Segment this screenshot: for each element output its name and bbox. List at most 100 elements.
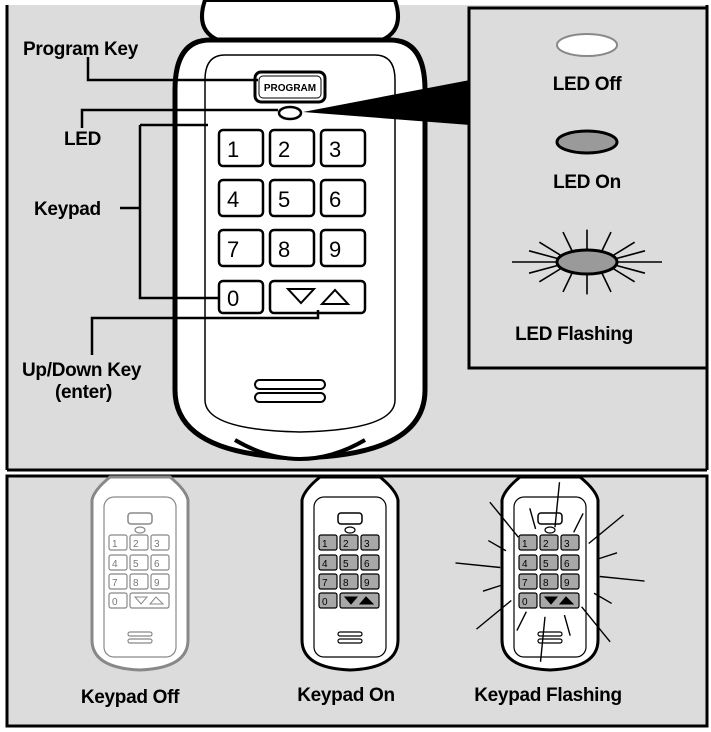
led-ray (528, 250, 559, 260)
small-key-8-label: 8 (133, 578, 139, 589)
key-1[interactable] (217, 128, 265, 168)
flash-ray (476, 599, 512, 630)
key-1-label: 1 (227, 137, 239, 162)
key-8[interactable] (268, 228, 316, 268)
key-2[interactable] (268, 128, 316, 168)
small-key-2-label: 2 (543, 539, 549, 550)
small-key-0-label: 0 (522, 597, 528, 608)
led-ray (528, 264, 559, 274)
program-key (127, 512, 153, 525)
keypad-callout: Keypad (34, 199, 101, 220)
led-ray (601, 272, 612, 293)
small-key-4-label: 4 (112, 559, 118, 570)
flash-ray (597, 552, 618, 560)
key-3-label: 3 (329, 137, 341, 162)
small-key-6-label: 6 (564, 559, 570, 570)
key-4[interactable] (217, 178, 265, 218)
key-0[interactable] (217, 279, 265, 315)
small-key-9 (560, 573, 580, 590)
led-ray (612, 267, 636, 283)
flash-ray (588, 514, 624, 545)
up-down-key[interactable] (268, 279, 367, 315)
small-key-1-label: 1 (112, 539, 118, 550)
callout-lines (80, 57, 320, 355)
small-key-8 (339, 573, 359, 590)
speaker-slot (537, 638, 563, 644)
led-on-icon (555, 129, 619, 155)
key-6[interactable] (319, 178, 367, 218)
program-key-label: PROGRAM (264, 83, 316, 94)
device-inner (513, 496, 587, 658)
key-3[interactable] (319, 128, 367, 168)
program-key-callout: Program Key (23, 39, 139, 60)
small-key-9-label: 9 (154, 578, 160, 589)
led-ray (562, 272, 573, 293)
key-9-label: 9 (329, 237, 341, 262)
flash-ray (539, 616, 546, 662)
flash-ray (573, 513, 584, 533)
speaker-slot (537, 631, 563, 637)
led-ray (615, 250, 646, 260)
small-key-4-label: 4 (322, 559, 328, 570)
key-0-label: 0 (227, 286, 239, 311)
small-key-1 (318, 534, 338, 551)
key-9[interactable] (319, 228, 367, 268)
speaker-slot (127, 631, 153, 637)
led-ray (601, 231, 612, 252)
down-arrow-icon (343, 596, 359, 605)
key-7[interactable] (217, 228, 265, 268)
down-arrow-icon (133, 596, 149, 605)
small-key-2 (539, 534, 559, 551)
small-key-1 (518, 534, 538, 551)
small-key-6 (560, 554, 580, 571)
small-key-0 (518, 592, 538, 609)
small-key-6 (150, 554, 170, 571)
led-indicator (277, 105, 303, 121)
small-key-0-label: 0 (112, 597, 118, 608)
led-ray (612, 241, 636, 257)
program-key[interactable] (253, 70, 327, 104)
flash-ray (482, 584, 503, 592)
led-legend-panel (467, 6, 709, 370)
keypad-off-label: Keypad Off (81, 687, 180, 708)
led-ray (562, 231, 573, 252)
updown-callout-line2: (enter) (55, 382, 112, 403)
up-arrow-icon (148, 596, 165, 605)
small-up-down-key (129, 592, 170, 609)
program-key (537, 512, 563, 525)
speaker-slot (254, 392, 326, 403)
led-flashing-rays (512, 229, 662, 295)
small-key-5 (129, 554, 149, 571)
flash-ray (529, 508, 537, 530)
small-key-3 (150, 534, 170, 551)
speaker-slot (127, 638, 153, 644)
small-key-8-label: 8 (343, 578, 349, 589)
led-flashing-icon (555, 248, 619, 276)
small-key-8 (539, 573, 559, 590)
flash-ray (487, 539, 507, 552)
small-key-7 (518, 573, 538, 590)
small-key-1-label: 1 (322, 539, 328, 550)
speaker-slot (254, 379, 326, 390)
small-key-3 (360, 534, 380, 551)
small-key-3-label: 3 (154, 539, 160, 550)
led-on-label: LED On (553, 172, 621, 193)
flash-ray (593, 592, 613, 605)
led-indicator (134, 526, 146, 534)
small-key-5 (539, 554, 559, 571)
key-5[interactable] (268, 178, 316, 218)
speaker-slot (337, 638, 363, 644)
device-inner (313, 496, 387, 658)
speaker-slot (337, 631, 363, 637)
led-flashing-label: LED Flashing (515, 324, 633, 345)
small-key-0 (108, 592, 128, 609)
small-key-3-label: 3 (364, 539, 370, 550)
led-callout: LED (64, 129, 101, 150)
led-off-label: LED Off (553, 74, 623, 95)
small-key-7-label: 7 (112, 578, 118, 589)
small-key-4 (518, 554, 538, 571)
